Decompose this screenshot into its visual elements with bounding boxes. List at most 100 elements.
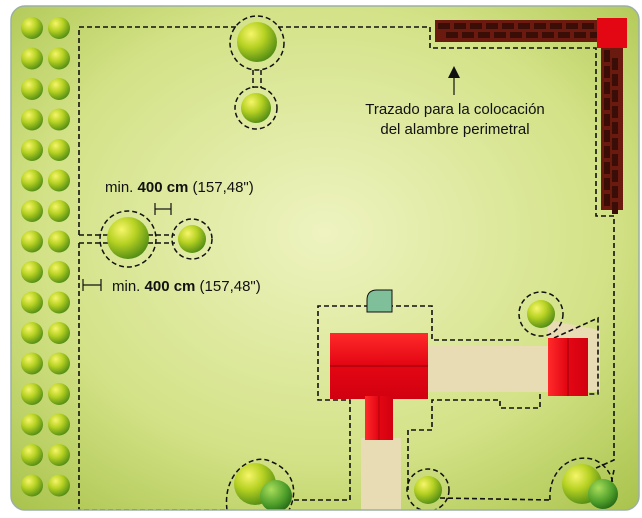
fence-brick bbox=[612, 186, 618, 198]
annotation-arrow-icon bbox=[448, 66, 460, 78]
fence-brick bbox=[534, 23, 546, 29]
tree-bottom-center bbox=[406, 468, 450, 510]
fence-brick bbox=[612, 170, 618, 182]
tree-left-1 bbox=[99, 210, 157, 268]
lawn bbox=[11, 6, 639, 510]
garden-path bbox=[428, 346, 550, 392]
house-main-roof bbox=[330, 333, 428, 399]
hedge-tree bbox=[21, 291, 43, 314]
fence-brick bbox=[574, 32, 586, 38]
fence-brick bbox=[486, 23, 498, 29]
fence-brick bbox=[462, 32, 474, 38]
hedge-tree bbox=[48, 383, 70, 405]
hedge-tree bbox=[48, 444, 70, 466]
fence-brick bbox=[446, 32, 458, 38]
fence-brick bbox=[518, 23, 530, 29]
tree-group-bottom-left bbox=[225, 458, 295, 510]
hedge-tree bbox=[48, 17, 70, 39]
tree-top-1 bbox=[229, 15, 285, 71]
hedge-tree bbox=[48, 169, 70, 192]
hedge-tree bbox=[21, 474, 43, 497]
fence-brick bbox=[604, 194, 610, 206]
hedge-tree bbox=[48, 474, 70, 497]
fence-brick bbox=[612, 58, 618, 70]
fence-brick bbox=[470, 23, 482, 29]
tree-left-2 bbox=[171, 218, 213, 260]
fence-brick bbox=[612, 106, 618, 118]
distance-marker-trees bbox=[154, 203, 172, 215]
hedge-tree bbox=[48, 47, 70, 70]
hedge-tree bbox=[48, 108, 70, 131]
hedge-tree bbox=[21, 413, 43, 436]
fence-brick bbox=[510, 32, 522, 38]
fence-brick bbox=[542, 32, 554, 38]
perimeter-wire bbox=[78, 26, 615, 510]
hedge-tree bbox=[21, 139, 43, 161]
hedge-tree bbox=[48, 352, 70, 375]
hedge-tree bbox=[48, 413, 70, 436]
charging-station bbox=[366, 289, 393, 313]
hedge-tree bbox=[21, 352, 43, 375]
driveway-path bbox=[361, 438, 401, 510]
hedge-tree bbox=[21, 261, 43, 283]
fence-brick bbox=[502, 23, 514, 29]
fence-brick bbox=[550, 23, 562, 29]
fence-brick bbox=[494, 32, 506, 38]
hedge-tree bbox=[48, 200, 70, 222]
hedge-tree bbox=[21, 444, 43, 466]
fence bbox=[435, 18, 627, 214]
hedge-tree bbox=[48, 78, 70, 100]
hedge-tree bbox=[21, 169, 43, 192]
hedge-row bbox=[21, 17, 70, 497]
fence-brick bbox=[526, 32, 538, 38]
fence-brick bbox=[604, 50, 610, 62]
fence-brick bbox=[612, 122, 618, 134]
annotation-line-2: del alambre perimetral bbox=[380, 121, 529, 138]
distance-label-edge: min. 400 cm (157,48") bbox=[112, 278, 261, 295]
fence-brick bbox=[454, 23, 466, 29]
fence-brick bbox=[478, 32, 490, 38]
fence-brick bbox=[604, 66, 610, 78]
tree-group-bottom-right bbox=[549, 457, 618, 509]
hedge-tree bbox=[21, 108, 43, 131]
annotation-line-1: Trazado para la colocación bbox=[365, 101, 545, 118]
fence-brick bbox=[604, 178, 610, 190]
hedge-tree bbox=[48, 291, 70, 314]
fence-brick bbox=[582, 23, 594, 29]
hedge-tree bbox=[21, 230, 43, 253]
hedge-tree bbox=[48, 261, 70, 283]
fence-brick bbox=[604, 114, 610, 126]
hedge-tree bbox=[21, 200, 43, 222]
fence-brick bbox=[612, 90, 618, 102]
fence-brick bbox=[612, 202, 618, 214]
hedge-tree bbox=[48, 139, 70, 161]
fence-brick bbox=[590, 32, 602, 38]
hedge-tree bbox=[21, 383, 43, 405]
fence-brick bbox=[438, 23, 450, 29]
fence-brick bbox=[604, 82, 610, 94]
distance-marker-edge bbox=[82, 279, 102, 291]
fence-brick bbox=[612, 138, 618, 150]
hedge-tree bbox=[48, 322, 70, 344]
hedge-tree bbox=[21, 47, 43, 70]
fence-brick bbox=[604, 162, 610, 174]
distance-label-trees: min. 400 cm (157,48") bbox=[105, 179, 254, 196]
tree-top-2 bbox=[234, 86, 278, 130]
frame bbox=[10, 5, 640, 511]
fence-brick bbox=[604, 146, 610, 158]
fence-brick bbox=[566, 23, 578, 29]
fence-brick bbox=[604, 98, 610, 110]
hedge-tree bbox=[48, 230, 70, 253]
hedge-tree bbox=[21, 17, 43, 39]
fence-brick bbox=[612, 154, 618, 166]
fence-post bbox=[597, 18, 627, 48]
fence-brick bbox=[604, 130, 610, 142]
hedge-tree bbox=[21, 322, 43, 344]
tree-right-mid bbox=[518, 291, 564, 337]
shed-roof bbox=[548, 338, 588, 396]
hedge-tree bbox=[21, 78, 43, 100]
house-main-wing bbox=[365, 396, 393, 440]
fence-brick bbox=[558, 32, 570, 38]
fence-brick bbox=[612, 74, 618, 86]
